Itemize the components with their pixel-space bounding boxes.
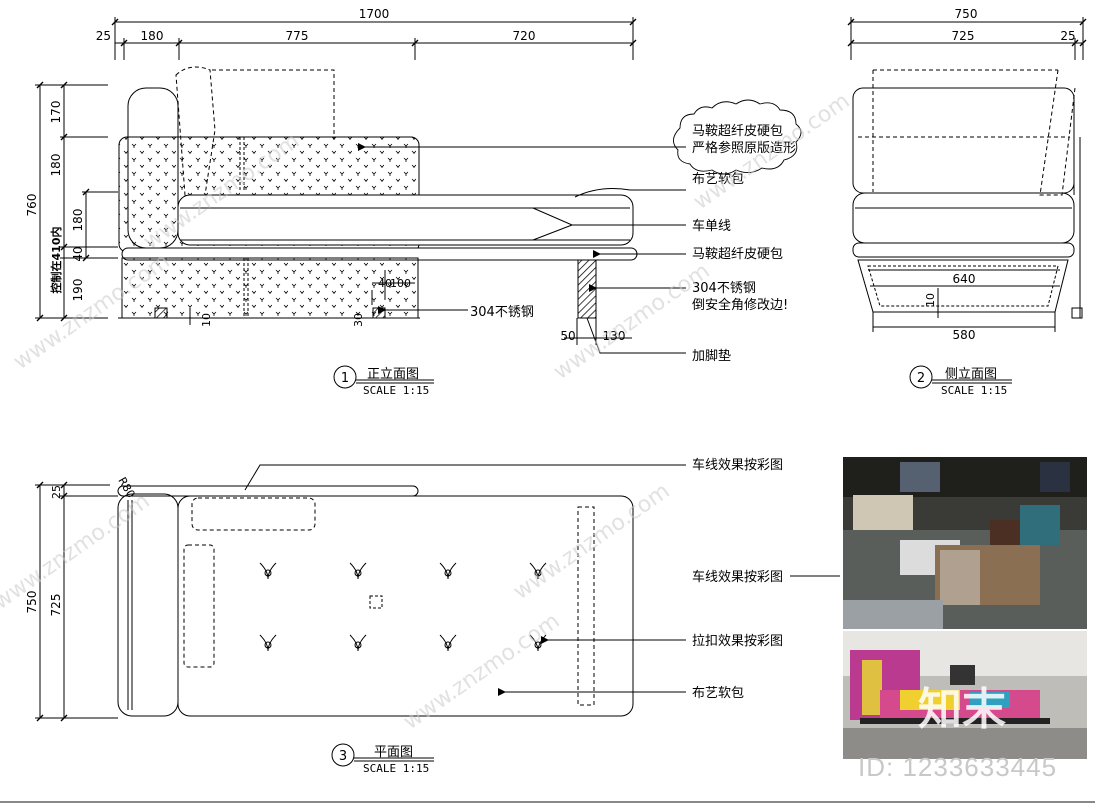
dim-front-b: 180 (141, 29, 164, 43)
plan-scale: SCALE 1:15 (363, 762, 429, 775)
tuft-button (439, 634, 457, 652)
tuft-button (529, 562, 547, 580)
site-watermark: www.znzmo.com (509, 479, 674, 605)
plan-title-number: 3 (339, 749, 347, 764)
dim-front-note: 控制在410内 (49, 227, 63, 294)
dim-side-10: 10 (924, 293, 937, 307)
watermark-id: ID: 1233633445 (858, 752, 1058, 782)
callout-stitch-effect-2: 车线效果按彩图 (692, 569, 783, 585)
tuft-button (439, 562, 457, 580)
plan-tufts (259, 562, 547, 652)
tuft-button (259, 634, 277, 652)
tuft-button (529, 634, 547, 652)
plan-title: 平面图 (374, 745, 413, 760)
dim-front-h2: 180 (49, 154, 63, 177)
plan-title-block: 3 平面图 SCALE 1:15 (331, 743, 434, 775)
dim-front-c: 775 (286, 29, 309, 43)
callout-steel-304-2: 304不锈钢 (470, 305, 534, 320)
plan-view (35, 464, 840, 722)
callout-tuft-effect: 拉扣效果按彩图 (692, 634, 783, 649)
dim-side-a: 725 (952, 29, 975, 43)
side-title-number: 2 (917, 371, 925, 386)
callout-leather-hard: 马鞍超纤皮硬包 (692, 123, 783, 139)
dim-front-50: 50 (560, 329, 575, 343)
dim-front-h5: 190 (71, 279, 85, 302)
side-dim-text: 750 725 25 640 10 580 (924, 7, 1076, 342)
tuft-button (349, 562, 367, 580)
reference-photo-2 (843, 631, 1087, 759)
dim-front-total-h: 760 (25, 194, 39, 217)
front-elevation (35, 17, 802, 354)
dim-front-h3: 180 (71, 209, 85, 232)
callout-fabric-soft: 布艺软包 (692, 172, 744, 187)
front-callout-text: 马鞍超纤皮硬包 严格参照原版造形 布艺软包 车单线 马鞍超纤皮硬包 304不锈钢… (470, 123, 796, 364)
tuft-button (349, 634, 367, 652)
dim-side-640: 640 (953, 272, 976, 286)
callout-steel-304: 304不锈钢 (692, 281, 756, 296)
callout-fabric-soft-plan: 布艺软包 (692, 686, 744, 701)
dim-plan-a: 25 (50, 485, 63, 499)
dim-side-580: 580 (953, 328, 976, 342)
callout-follow-original: 严格参照原版造形 (692, 140, 796, 156)
dim-front-10: 10 (200, 313, 213, 327)
dim-front-h1: 170 (49, 101, 63, 124)
callout-foot-pad: 加脚垫 (692, 348, 731, 364)
dim-plan-total: 750 (25, 591, 39, 614)
dim-front-40: 40 (378, 277, 392, 290)
front-title-block: 1 正立面图 SCALE 1:15 (333, 365, 434, 397)
dim-front-total: 1700 (359, 7, 390, 21)
dim-side-total: 750 (955, 7, 978, 21)
front-scale: SCALE 1:15 (363, 384, 429, 397)
tuft-button (259, 562, 277, 580)
reference-photo-1 (843, 457, 1087, 629)
plan-callout-text: 车线效果按彩图 车线效果按彩图 拉扣效果按彩图 布艺软包 (692, 457, 783, 701)
dim-side-b: 25 (1060, 29, 1075, 43)
callout-leather-hard-2: 马鞍超纤皮硬包 (692, 246, 783, 262)
dim-front-d: 720 (513, 29, 536, 43)
dim-front-30: 30 (352, 313, 365, 327)
side-scale: SCALE 1:15 (941, 384, 1007, 397)
callout-safe-corner: 倒安全角修改边! (692, 297, 788, 313)
front-title-number: 1 (341, 371, 349, 386)
site-watermark: www.znzmo.com (549, 259, 714, 385)
callout-stitch-effect-1: 车线效果按彩图 (692, 457, 783, 473)
front-dim-text: 1700 25 180 775 720 760 170 180 180 40 1… (25, 7, 625, 343)
site-watermark: www.znzmo.com (0, 489, 155, 615)
dim-front-h4: 40 (71, 246, 85, 261)
watermark-logo: 知末 (918, 684, 1006, 735)
dim-front-100: 100 (390, 277, 411, 290)
side-title-block: 2 侧立面图 SCALE 1:15 (909, 365, 1012, 397)
dim-front-130: 130 (603, 329, 626, 343)
front-title: 正立面图 (367, 367, 419, 382)
callout-single-stitch: 车单线 (692, 218, 731, 234)
dim-front-a: 25 (96, 29, 111, 43)
dim-plan-b: 725 (49, 594, 63, 617)
side-title: 侧立面图 (945, 367, 997, 382)
side-elevation (847, 17, 1087, 332)
